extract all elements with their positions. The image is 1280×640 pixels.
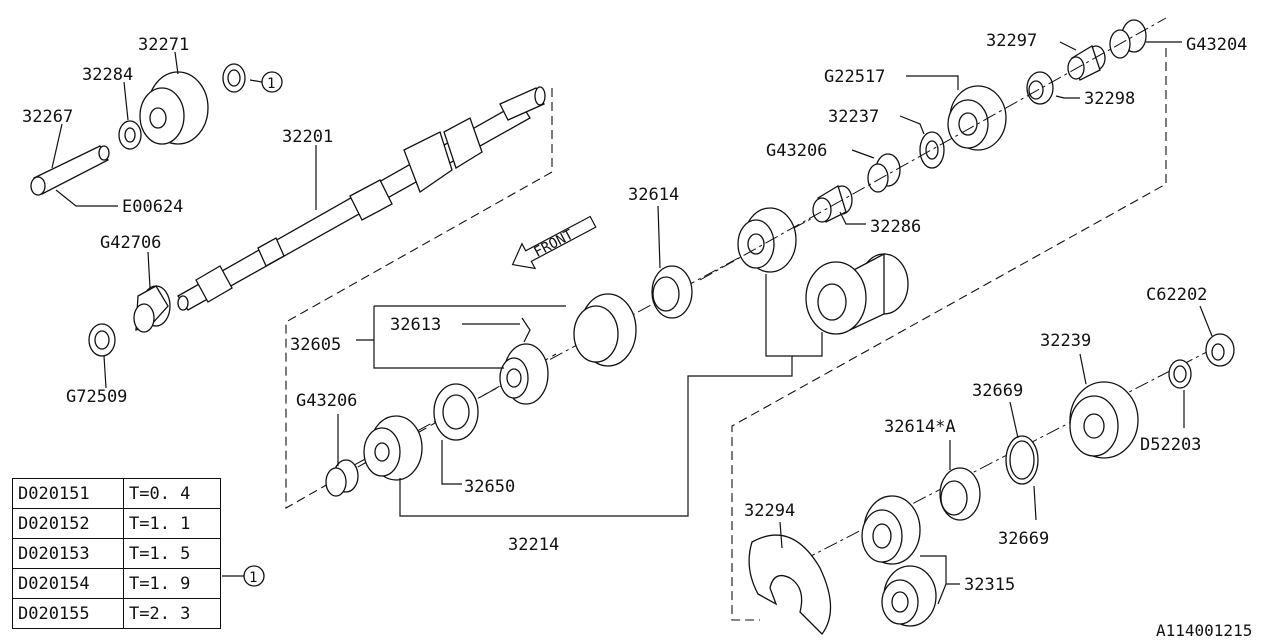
shim-thickness: T=0. 4 [123,478,221,509]
shim-part-code: D020152 [12,508,124,539]
part-G22517-ball-bearing[interactable] [947,85,1007,151]
part-32605-sleeve[interactable] [573,293,637,367]
part-32605-synchro-hub[interactable] [499,343,549,405]
label-32239: 32239 [1040,331,1091,351]
part-32239-gear[interactable] [1069,381,1139,459]
part-G43206-needle-bearing-lower[interactable] [325,459,359,497]
shim-thickness: T=1. 9 [123,568,221,599]
part-32315-gear-upper[interactable] [861,495,921,565]
label-32271: 32271 [138,35,189,55]
label-E00624: E00624 [122,197,183,217]
label-32614A: 32614*A [884,417,956,437]
part-32286-collar[interactable] [812,185,853,223]
part-shim-washer[interactable] [222,63,246,93]
label-32214: 32214 [508,535,559,555]
label-G43204: G43204 [1186,35,1247,55]
part-32237-washer[interactable] [919,131,945,169]
svg-text:1: 1 [249,570,257,586]
label-32201: 32201 [282,127,333,147]
label-32669-upper: 32669 [972,381,1023,401]
label-G43206-lower: G43206 [296,391,357,411]
part-32298-washer[interactable] [1026,71,1054,105]
shim-part-code: D020154 [12,568,124,599]
shim-part-code: D020155 [12,598,124,629]
shim-part-code: D020153 [12,538,124,569]
label-32294: 32294 [744,501,795,521]
label-32284: 32284 [82,65,133,85]
callout-1-table: 1 [222,565,265,587]
label-32605: 32605 [290,335,341,355]
part-32294-plate[interactable] [748,534,832,635]
part-32284-washer[interactable] [118,120,142,150]
part-32614-synchro-ring[interactable] [651,265,693,319]
diagram-id: A114001215 [1156,621,1252,640]
shim-thickness: T=1. 1 [123,508,221,539]
part-G43206-needle-bearing-upper[interactable] [867,153,901,193]
part-C62202-nut[interactable] [1205,333,1235,367]
part-32297-collar[interactable] [1067,45,1106,81]
part-32614A-synchro-ring[interactable] [939,467,981,521]
label-32237: 32237 [828,107,879,127]
part-32214-double-gear[interactable] [805,252,909,335]
label-G43206-upper: G43206 [766,141,827,161]
part-32201-shaft[interactable] [177,86,546,311]
label-32298: 32298 [1084,89,1135,109]
part-G43204-needle-bearing[interactable] [1109,19,1147,59]
part-G42706-bearing[interactable] [133,285,171,333]
label-32614: 32614 [628,185,679,205]
label-32267: 32267 [22,107,73,127]
label-32650: 32650 [464,477,515,497]
label-D52203: D52203 [1140,435,1201,455]
callout-1-top: 1 [261,71,283,93]
part-32271-gear[interactable] [139,71,209,145]
part-32214-gear-upper[interactable] [737,207,797,273]
label-G42706: G42706 [100,233,161,253]
part-32669-spring[interactable] [1005,435,1039,485]
label-G22517: G22517 [824,67,885,87]
label-32613: 32613 [390,315,441,335]
svg-text:1: 1 [267,76,275,92]
part-32267-pin[interactable] [30,145,110,196]
label-C62202: C62202 [1146,285,1207,305]
shim-thickness: T=2. 3 [123,598,221,629]
part-32214-gear-lower[interactable] [363,415,423,481]
part-G72509-seal[interactable] [88,323,116,357]
shim-thickness: T=1. 5 [123,538,221,569]
label-32286: 32286 [870,217,921,237]
part-32315-gear-lower[interactable] [881,565,937,627]
front-arrow-label: FRONT [531,227,576,261]
part-D52203-washer[interactable] [1168,359,1192,389]
label-32297: 32297 [986,31,1037,51]
label-32315: 32315 [964,575,1015,595]
label-32669-lower: 32669 [998,529,1049,549]
label-G72509: G72509 [66,387,127,407]
shim-part-code: D020151 [12,478,124,509]
front-arrow: FRONT [511,215,597,270]
part-32650-ring[interactable] [433,383,479,441]
